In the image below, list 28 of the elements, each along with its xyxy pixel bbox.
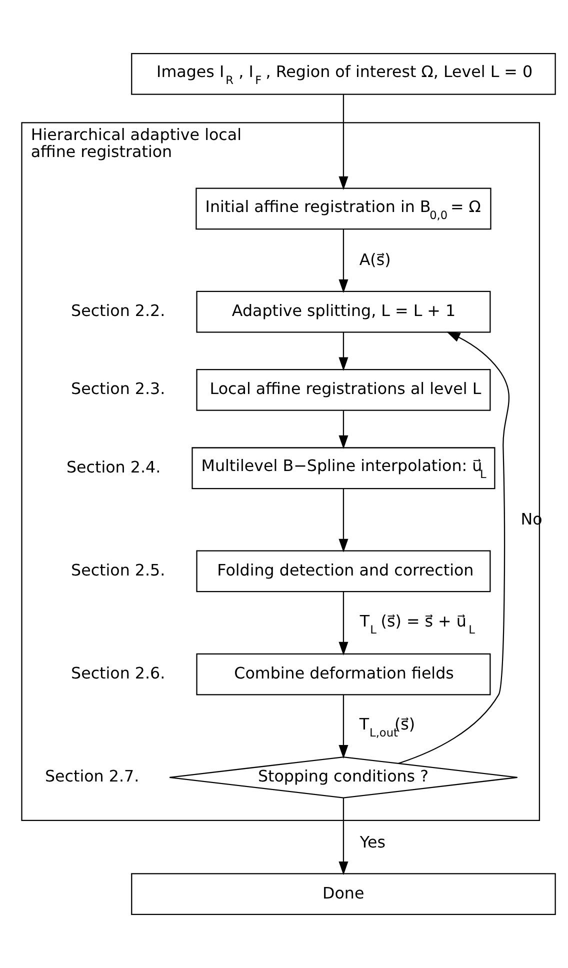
- edge-label: T$_{L}$ (s⃗) = s⃗ + u⃗$_{L}$: [360, 611, 475, 636]
- node-label: Section 2.4.: [66, 457, 161, 476]
- node-box: Local affine registrations al level L: [196, 369, 491, 411]
- arrow: [338, 410, 348, 449]
- node-diamond: Stopping conditions ?: [169, 756, 518, 798]
- node-box: Combine deformation fields: [196, 653, 491, 696]
- node-box: Multilevel B−Spline interpolation: u⃗$_{L}$: [192, 447, 496, 490]
- edge-label: A(s⃗): [359, 250, 391, 270]
- node-label: Section 2.6.: [71, 664, 166, 683]
- node-box: Images I$_{R}$ , I$_{F}$ , Region of interest Ω, Level L = 0: [131, 52, 556, 95]
- arrow: [338, 488, 348, 552]
- arrow: [338, 229, 348, 294]
- edge-label: T$_{L,out}$(s⃗): [359, 714, 416, 740]
- node-label: Section 2.2.: [71, 301, 166, 320]
- edge-label: Yes: [360, 832, 386, 852]
- arrow: [338, 798, 348, 876]
- node-label: Section 2.3.: [71, 379, 166, 398]
- node-box: Adaptive splitting, L = L + 1: [196, 290, 491, 333]
- node-label: Section 2.5.: [71, 560, 166, 580]
- arrow: [338, 94, 348, 190]
- arrow: [338, 332, 348, 371]
- arrow: [338, 694, 348, 759]
- node-box: Done: [131, 873, 556, 916]
- arrow: [338, 592, 348, 656]
- node-label: Section 2.7.: [44, 766, 140, 786]
- node-box: Initial affine registration in B$_{0,0}$ = Ω: [196, 188, 492, 230]
- node-box: Folding detection and correction: [196, 550, 491, 592]
- arrow: [398, 332, 510, 764]
